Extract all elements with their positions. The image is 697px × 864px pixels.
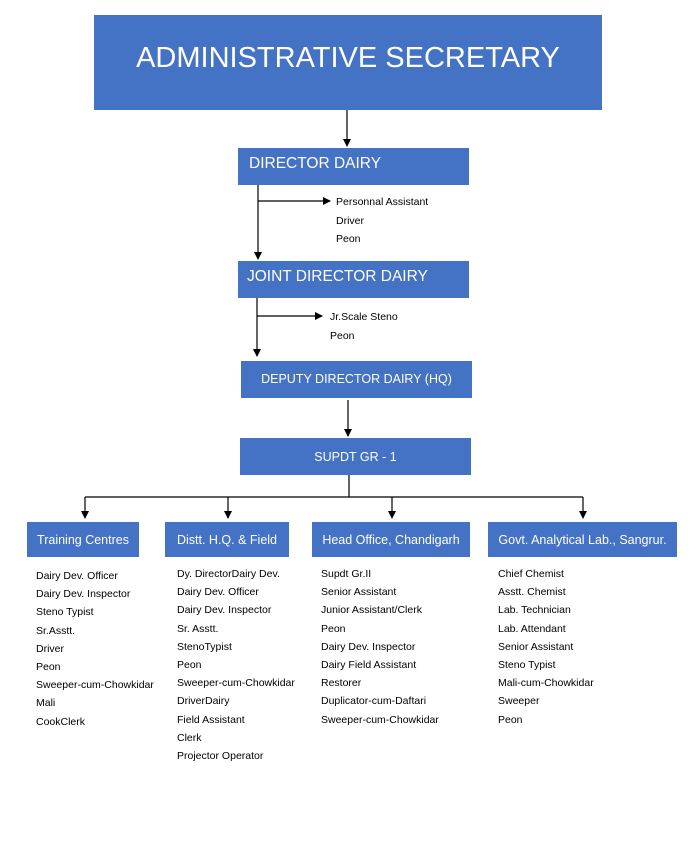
list-item: Supdt Gr.II	[321, 568, 372, 580]
list-item: Dairy Dev. Inspector	[36, 588, 131, 601]
joint-director-staff-item: Jr.Scale Steno	[330, 311, 398, 323]
analytical-lab-list: Chief Chemist Asstt. Chemist Lab. Techni…	[498, 565, 594, 729]
head-office-list: Supdt Gr.II Senior Assistant Junior Assi…	[321, 565, 439, 729]
list-item: Projector Operator	[177, 750, 264, 763]
list-item: Dairy Dev. Officer	[36, 570, 118, 582]
joint-director-staff-list: Jr.Scale Steno Peon	[330, 308, 398, 345]
list-item: Peon	[498, 713, 523, 726]
distt-hq-field-list: Dy. DirectorDairy Dev. Dairy Dev. Office…	[177, 565, 295, 765]
list-item: Asstt. Chemist	[498, 586, 566, 599]
joint-director-staff-item: Peon	[330, 329, 355, 342]
list-item: Restorer	[321, 677, 362, 690]
director-staff-list: Personnal Assistant Driver Peon	[336, 193, 428, 249]
list-item: Peon	[177, 659, 202, 672]
list-item: Dairy Dev. Inspector	[177, 604, 272, 617]
list-item: Senior Assistant	[498, 640, 574, 653]
joint-director-dairy-box: JOINT DIRECTOR DAIRY	[238, 261, 469, 298]
distt-hq-field-box: Distt. H.Q. & Field	[165, 522, 289, 557]
list-item: CookClerk	[36, 715, 86, 728]
list-item: Clerk	[177, 731, 202, 744]
list-item: Sr.Asstt.	[36, 624, 76, 637]
list-item: Field Assistant	[177, 713, 245, 726]
head-office-title: Head Office, Chandigarh	[322, 532, 460, 547]
analytical-lab-box: Govt. Analytical Lab., Sangrur.	[488, 522, 677, 557]
director-staff-item: Peon	[336, 233, 361, 245]
list-item: Sweeper-cum-Chowkidar	[36, 679, 154, 692]
training-centres-title: Training Centres	[37, 532, 129, 547]
list-item: Junior Assistant/Clerk	[321, 604, 422, 617]
list-item: Sweeper	[498, 695, 540, 708]
joint-director-dairy-title: JOINT DIRECTOR DAIRY	[247, 268, 428, 285]
list-item: Peon	[321, 622, 346, 635]
list-item: Driver	[36, 642, 64, 655]
list-item: Dairy Dev. Inspector	[321, 640, 416, 653]
list-item: DriverDairy	[177, 695, 230, 708]
supdt-gr1-box: SUPDT GR - 1	[240, 438, 471, 475]
list-item: Steno Typist	[36, 606, 94, 619]
list-item: Peon	[36, 661, 61, 674]
list-item: Lab. Attendant	[498, 622, 566, 635]
list-item: StenoTypist	[177, 640, 232, 653]
list-item: Sweeper-cum-Chowkidar	[321, 713, 439, 726]
distt-hq-field-title: Distt. H.Q. & Field	[176, 532, 278, 547]
list-item: Mali	[36, 697, 56, 710]
training-centres-box: Training Centres	[27, 522, 139, 557]
administrative-secretary-title: ADMINISTRATIVE SECRETARY	[136, 42, 560, 74]
list-item: Dy. DirectorDairy Dev.	[177, 568, 280, 580]
list-item: Lab. Technician	[498, 604, 571, 617]
deputy-director-dairy-box: DEPUTY DIRECTOR DAIRY (HQ)	[241, 361, 472, 398]
list-item: Dairy Dev. Officer	[177, 586, 259, 599]
list-item: Sweeper-cum-Chowkidar	[177, 677, 295, 690]
supdt-gr1-title: SUPDT GR - 1	[314, 449, 397, 464]
list-item: Steno Typist	[498, 659, 556, 672]
administrative-secretary-box: ADMINISTRATIVE SECRETARY	[94, 15, 602, 110]
director-staff-item: Driver	[336, 214, 364, 227]
analytical-lab-title: Govt. Analytical Lab., Sangrur.	[498, 532, 667, 547]
head-office-box: Head Office, Chandigarh	[312, 522, 470, 557]
list-item: Mali-cum-Chowkidar	[498, 677, 594, 690]
list-item: Dairy Field Assistant	[321, 659, 417, 672]
director-dairy-box: DIRECTOR DAIRY	[238, 148, 469, 185]
deputy-director-dairy-title: DEPUTY DIRECTOR DAIRY (HQ)	[261, 371, 452, 386]
director-dairy-title: DIRECTOR DAIRY	[249, 155, 382, 172]
list-item: Senior Assistant	[321, 586, 397, 599]
training-centres-list: Dairy Dev. Officer Dairy Dev. Inspector …	[36, 567, 154, 731]
list-item: Sr. Asstt.	[177, 622, 219, 635]
list-item: Duplicator-cum-Daftari	[321, 695, 427, 708]
list-item: Chief Chemist	[498, 568, 564, 580]
director-staff-item: Personnal Assistant	[336, 196, 429, 208]
